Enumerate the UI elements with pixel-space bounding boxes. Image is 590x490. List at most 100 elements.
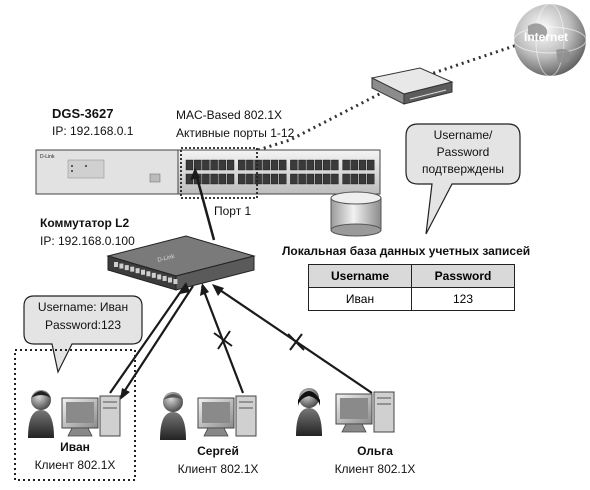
switch-port bbox=[314, 159, 323, 171]
link-ivan-return bbox=[119, 285, 194, 399]
core-switch-name: DGS-3627 bbox=[52, 106, 114, 121]
switch-port bbox=[262, 173, 270, 185]
access-switch-ports bbox=[114, 262, 178, 285]
uplink-line bbox=[193, 169, 216, 241]
confirm-bubble bbox=[405, 123, 521, 235]
client-bubble bbox=[23, 295, 143, 374]
client-ivan-name: Иван bbox=[60, 440, 90, 454]
svg-text:D-Link: D-Link bbox=[40, 154, 55, 160]
switch-port bbox=[218, 159, 227, 171]
port-label: Порт 1 bbox=[214, 204, 252, 218]
access-switch-name: Коммутатор L2 bbox=[40, 216, 130, 230]
switch-port bbox=[342, 159, 350, 171]
switch-port bbox=[237, 173, 246, 185]
column-header-username: Username bbox=[308, 264, 412, 288]
switch-port bbox=[367, 173, 375, 185]
switch-port bbox=[193, 159, 202, 171]
switch-port bbox=[162, 275, 167, 281]
client-sergey-role: Клиент 802.1X bbox=[177, 462, 259, 476]
switch-port bbox=[246, 173, 254, 185]
client-olga-role: Клиент 802.1X bbox=[334, 462, 416, 476]
uplink-dotted-line bbox=[257, 42, 521, 152]
client-sergey-person-icon bbox=[160, 392, 186, 440]
switch-port bbox=[298, 159, 306, 171]
switch-port bbox=[210, 173, 218, 185]
switch-port bbox=[218, 173, 227, 185]
switch-port bbox=[331, 159, 339, 171]
switch-port bbox=[226, 159, 235, 171]
switch-port bbox=[290, 159, 298, 171]
switch-port bbox=[141, 269, 145, 275]
confirm-bubble-line-2: Password bbox=[436, 145, 490, 159]
blocked-mark-sergey bbox=[213, 330, 233, 350]
authorized-client-frame bbox=[14, 349, 136, 481]
switch-port bbox=[246, 159, 254, 171]
switch-port bbox=[262, 159, 270, 171]
switch-port bbox=[254, 159, 262, 171]
access-switch-l2: D-Link bbox=[106, 235, 256, 291]
switch-port bbox=[146, 271, 151, 277]
core-switch-dgs3627: D-Link bbox=[35, 149, 381, 195]
switch-port bbox=[290, 173, 298, 185]
confirm-bubble-line-1: Username/ bbox=[433, 128, 493, 142]
blocked-mark-olga bbox=[287, 333, 305, 351]
switch-port bbox=[279, 159, 287, 171]
active-ports-highlight bbox=[180, 147, 258, 199]
switch-port bbox=[202, 159, 210, 171]
switch-port bbox=[157, 274, 162, 280]
switch-port bbox=[130, 266, 135, 272]
switch-port bbox=[124, 265, 129, 271]
switch-port bbox=[306, 173, 314, 185]
access-switch-ip: IP: 192.168.0.100 bbox=[40, 234, 135, 248]
table-row: Иван 123 bbox=[308, 287, 515, 311]
switch-port bbox=[342, 173, 350, 185]
svg-text:D-Link: D-Link bbox=[157, 254, 176, 264]
switch-port bbox=[270, 159, 279, 171]
client-ivan-role: Клиент 802.1X bbox=[34, 458, 116, 472]
client-ivan-computer-icon bbox=[61, 395, 121, 437]
switch-port bbox=[270, 173, 279, 185]
client-sergey-computer-icon bbox=[197, 395, 257, 437]
client-olga-person-icon bbox=[296, 388, 322, 436]
client-olga-name: Ольга bbox=[357, 444, 393, 458]
switch-port bbox=[173, 279, 178, 285]
switch-port bbox=[350, 159, 358, 171]
column-header-password: Password bbox=[411, 264, 515, 288]
internet-globe-icon bbox=[513, 3, 587, 77]
accounts-table: Username Password Иван 123 bbox=[308, 264, 515, 311]
client-bubble-line-1: Username: Иван bbox=[37, 300, 129, 314]
switch-port bbox=[323, 173, 331, 185]
switch-port bbox=[358, 159, 367, 171]
link-ivan bbox=[109, 283, 187, 394]
internet-label: Internet bbox=[524, 30, 569, 44]
client-ivan-person-icon bbox=[28, 390, 54, 438]
cell-username: Иван bbox=[308, 287, 412, 311]
database-title: Локальная база данных учетных записей bbox=[282, 244, 531, 258]
core-switch-ip: IP: 192.168.0.1 bbox=[52, 124, 134, 138]
switch-port bbox=[210, 159, 218, 171]
switch-port bbox=[358, 173, 367, 185]
switch-port bbox=[331, 173, 339, 185]
switch-port bbox=[298, 173, 306, 185]
switch-port bbox=[202, 173, 210, 185]
switch-port bbox=[151, 272, 156, 278]
switch-port bbox=[323, 159, 331, 171]
client-bubble-line-2: Password:123 bbox=[44, 318, 122, 332]
table-header-row: Username Password bbox=[308, 264, 515, 288]
switch-port bbox=[367, 159, 375, 171]
client-sergey-name: Сергей bbox=[197, 444, 239, 458]
database-cylinder-icon bbox=[330, 191, 382, 237]
client-olga-computer-icon bbox=[335, 391, 395, 433]
switch-port bbox=[350, 173, 358, 185]
active-ports-label: Активные порты 1-12 bbox=[176, 126, 295, 140]
switch-port bbox=[185, 159, 194, 171]
switch-port bbox=[119, 263, 124, 269]
confirm-bubble-line-3: подтверждены bbox=[422, 162, 504, 176]
switch-port bbox=[135, 268, 140, 274]
switch-port bbox=[306, 159, 314, 171]
switch-port bbox=[254, 173, 262, 185]
router-icon bbox=[370, 67, 454, 105]
cell-password: 123 bbox=[411, 287, 515, 311]
